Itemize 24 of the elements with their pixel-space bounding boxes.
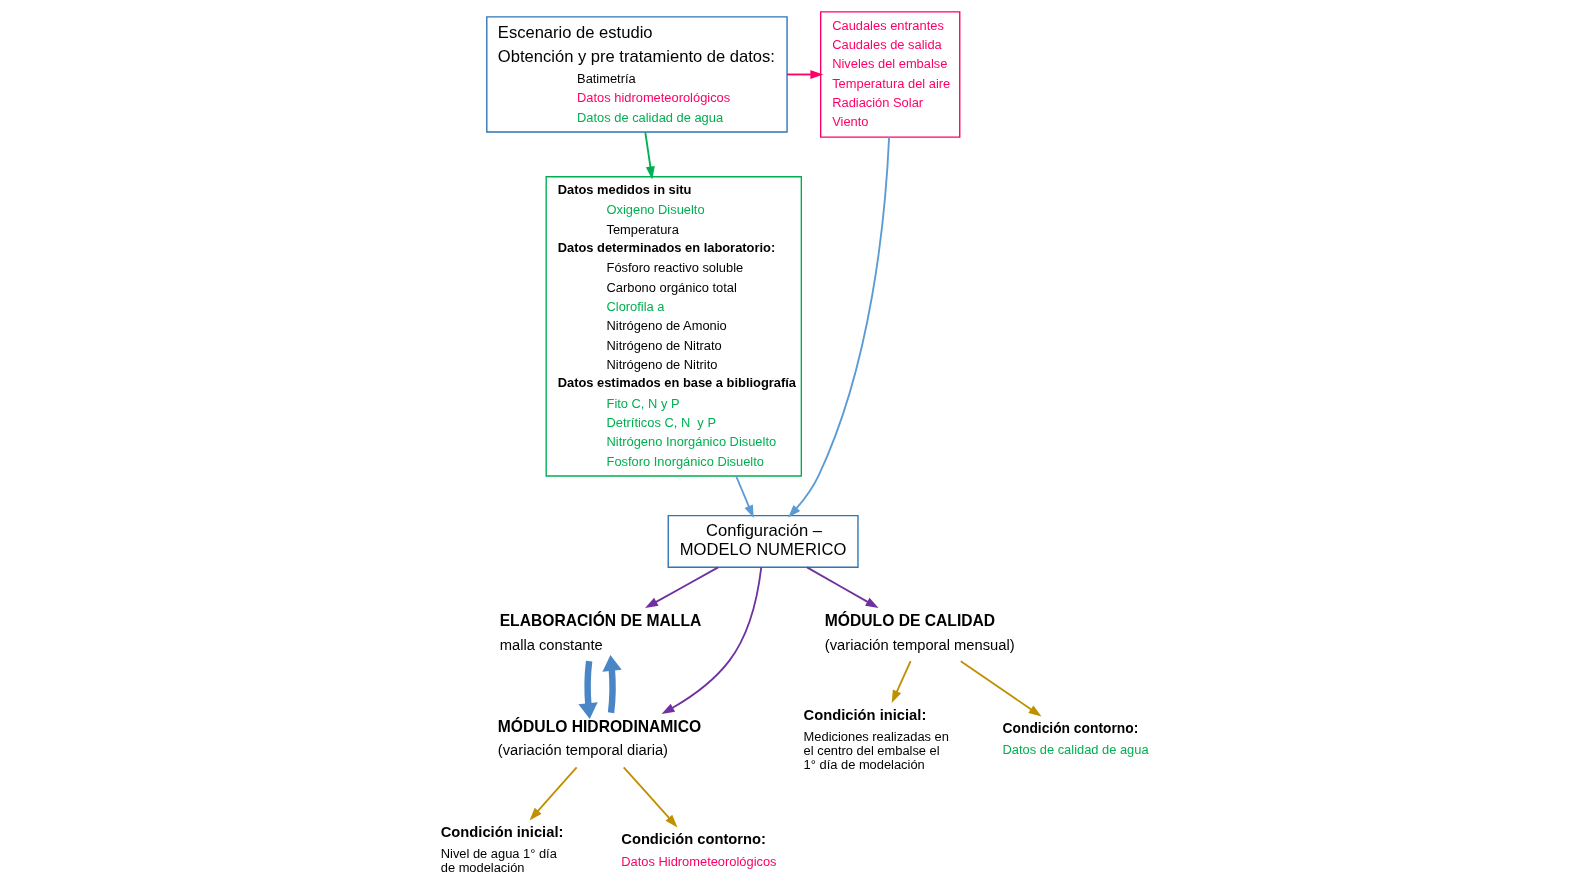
arrow — [643, 131, 655, 180]
arrow — [529, 766, 578, 821]
arrow — [577, 660, 598, 719]
arrow — [622, 766, 677, 828]
arrow — [601, 655, 622, 714]
arrow — [661, 566, 762, 714]
node-text: ELABORACIÓN DE MALLA malla constante — [499, 612, 701, 653]
node-text: MÓDULO HIDRODINAMICO (variación temporal diaria) — [497, 718, 701, 759]
node-text: Condición inicial: Nivel de agua 1° día de modelación — [440, 823, 563, 876]
arrow — [959, 660, 1041, 717]
arrow — [805, 566, 879, 609]
arrow — [644, 566, 719, 609]
node-text: MÓDULO DE CALIDAD (variación temporal mensual) — [824, 612, 1015, 653]
node-box: Configuración – MODELO NUMERICO — [667, 514, 859, 568]
arrow — [787, 136, 890, 518]
arrow — [785, 69, 823, 79]
arrow — [891, 660, 911, 704]
arrow — [734, 475, 754, 519]
node-box: Datos medidos in situ Oxigeno Disuelto Temperatura Datos determinados en laboratorio: Fósforo reactivo soluble Carbono orgánico total Clorofila a Nitrógeno de Amonio Nitrógeno de Nitrato Nitrógeno de Nitrito Datos estimados en base a bibliografía Fito C, N y P Detríticos C, N y P Nitrógeno Inorgánico Disuelto Fosforo Inorgánico Disuelto — [545, 176, 802, 477]
node-text: Condición inicial: Mediciones realizadas en el centro del embalse el 1° día de modelación — [803, 706, 949, 772]
node-text: Condición contorno: Datos Hidrometeorológicos — [620, 831, 777, 869]
node-box: Caudales entrantes Caudales de salida Niveles del embalse Temperatura del aire Radiación Solar Viento — [819, 11, 960, 138]
node-box: Escenario de estudio Obtención y pre tratamiento de datos: Batimetría Datos hidrometeorológicos Datos de calidad de agua — [485, 16, 788, 133]
node-text: Condición contorno: Datos de calidad de agua — [1002, 719, 1149, 757]
